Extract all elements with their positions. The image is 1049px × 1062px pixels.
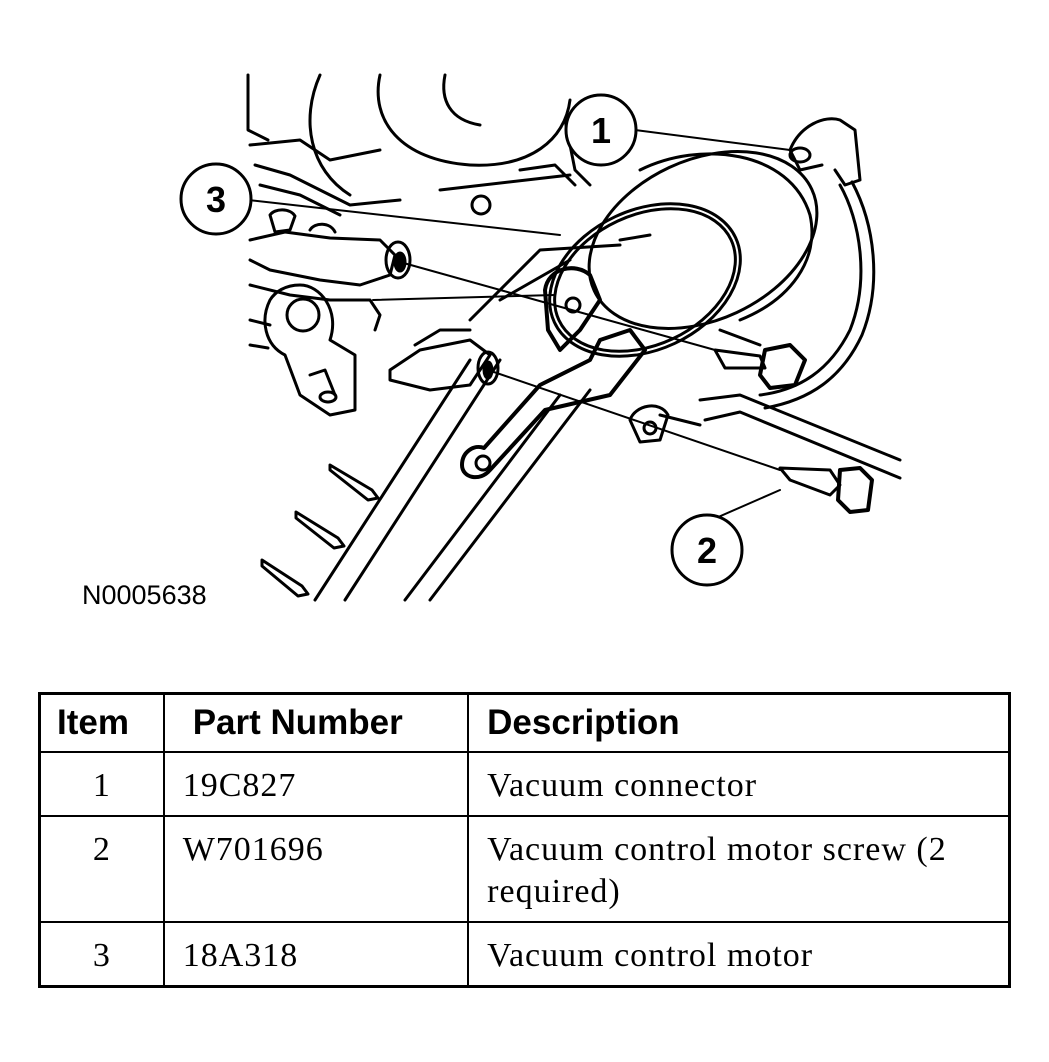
callout-3: 3 <box>179 162 253 236</box>
header-part-number: Part Number <box>162 692 470 753</box>
callout-1: 1 <box>564 93 638 167</box>
table-row: 1 19C827 Vacuum connector <box>38 750 1011 817</box>
stud-bolts <box>260 463 380 598</box>
header-item: Item <box>38 692 165 753</box>
description-cell: Vacuum connector <box>467 750 1011 817</box>
table-row: 2 W701696 Vacuum control motor screw (2 … <box>38 814 1011 923</box>
callout-3-label: 3 <box>206 179 226 220</box>
engine-housing-outline <box>246 73 902 602</box>
leader-lines <box>247 129 791 526</box>
callout-1-label: 1 <box>591 110 611 151</box>
parts-table: Item Part Number Description 1 19C827 Va… <box>38 692 1011 988</box>
callout-2: 2 <box>670 513 744 587</box>
vacuum-connector <box>758 117 876 410</box>
item-cell: 1 <box>38 750 165 817</box>
item-cell: 3 <box>38 920 165 987</box>
part-number-cell: 18A318 <box>162 920 470 987</box>
figure-id: N0005638 <box>82 580 207 610</box>
vacuum-control-motor <box>460 150 819 480</box>
item-cell: 2 <box>38 814 165 923</box>
description-cell: Vacuum control motor <box>467 920 1011 987</box>
vacuum-motor-screws <box>713 343 874 514</box>
callout-2-label: 2 <box>697 530 717 571</box>
exploded-view-illustration: 1 3 2 <box>179 73 902 602</box>
part-number-cell: 19C827 <box>162 750 470 817</box>
table-header-row: Item Part Number Description <box>38 692 1011 753</box>
description-cell: Vacuum control motor screw (2 required) <box>467 814 1011 923</box>
table-row: 3 18A318 Vacuum control motor <box>38 920 1011 987</box>
header-description: Description <box>467 692 1011 753</box>
part-number-cell: W701696 <box>162 814 470 923</box>
